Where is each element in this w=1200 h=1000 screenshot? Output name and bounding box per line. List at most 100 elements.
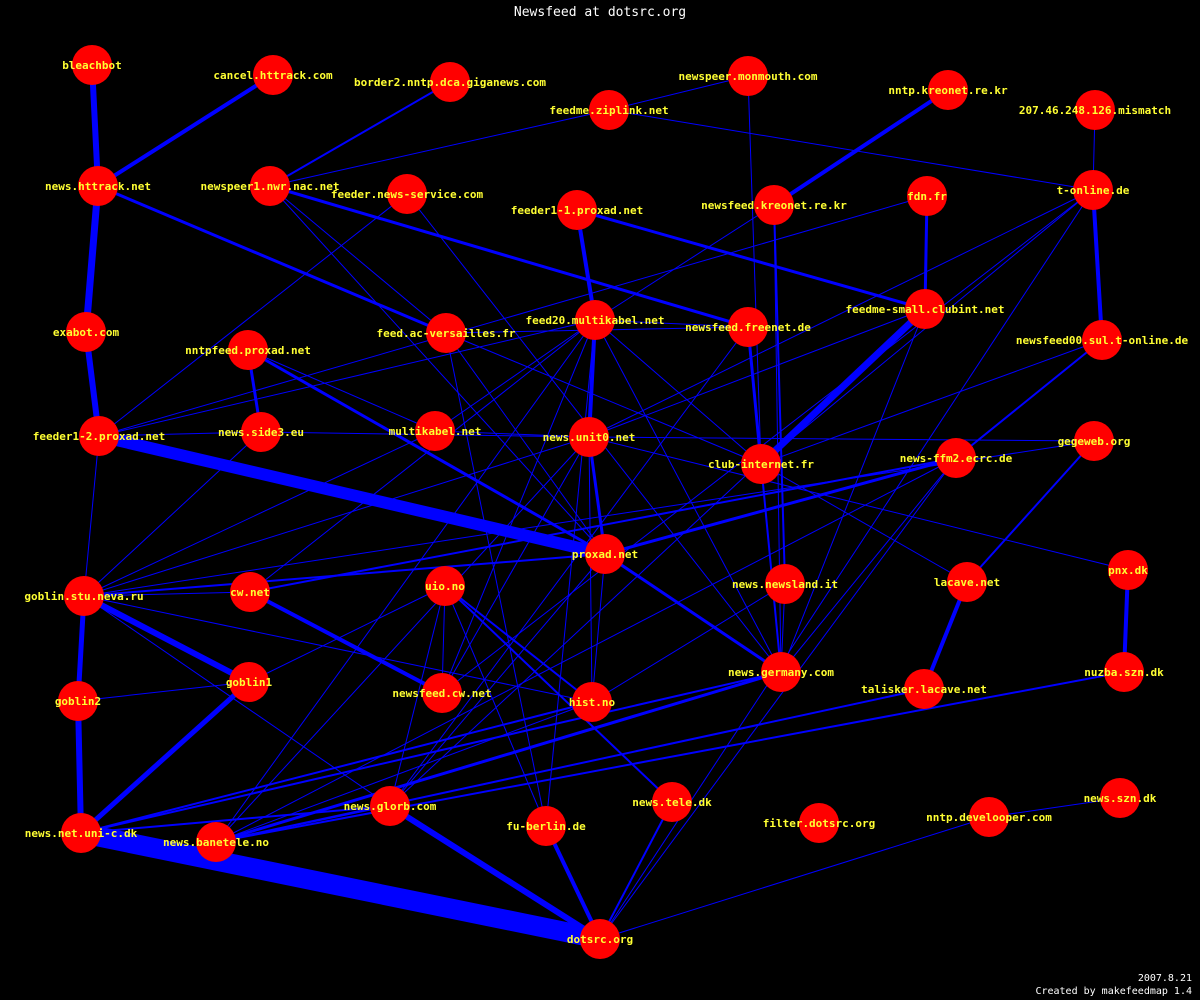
edge-unit0-pnx xyxy=(588,436,1129,571)
node-circle xyxy=(430,62,470,102)
node-nwr: newspeer1.nwr.nac.net xyxy=(200,166,340,206)
node-circle xyxy=(79,416,119,456)
edge-newsland-hist xyxy=(591,583,786,703)
node-nfcw: newsfeed.cw.net xyxy=(392,673,492,713)
edge-banetele-germany xyxy=(214,670,783,844)
node-goblin2: goblin2 xyxy=(55,681,101,721)
edge-hist-unit0 xyxy=(588,436,593,703)
node-unic: news.net.uni-c.dk xyxy=(25,813,138,853)
edge-lacave-clubinternet xyxy=(760,463,968,583)
node-label: news.newsland.it xyxy=(732,578,838,591)
node-goblin1: goblin1 xyxy=(226,662,273,702)
edge-ziplink-tonline xyxy=(608,109,1094,191)
node-sul: newsfeed00.sul.t-online.de xyxy=(1016,320,1188,360)
node-circle xyxy=(585,534,625,574)
node-circle xyxy=(526,806,566,846)
node-freenet: newsfeed.freenet.de xyxy=(685,307,811,347)
node-mismatch: 207.46.248.126.mismatch xyxy=(1019,90,1171,130)
edge-nwr-freenet xyxy=(268,184,750,329)
node-circle xyxy=(907,176,947,216)
node-label: nuzba.szn.dk xyxy=(1084,666,1164,679)
node-circle xyxy=(728,307,768,347)
node-circle xyxy=(72,45,112,85)
node-label: nntp.kreonet.re.kr xyxy=(888,84,1008,97)
node-clubint: feedme-small.clubint.net xyxy=(846,289,1004,329)
edge-goblinstu-cwnet xyxy=(83,591,251,597)
node-label: club-internet.fr xyxy=(708,458,814,471)
node-label: filter.dotsrc.org xyxy=(763,817,876,830)
edge-nfkreonet-kreonet xyxy=(772,88,950,207)
node-circle xyxy=(728,56,768,96)
node-label: newsfeed.kreonet.re.kr xyxy=(701,199,847,212)
edge-cwnet-feed20 xyxy=(249,319,596,593)
edge-proxadnet-ffm2 xyxy=(603,456,958,556)
node-nntpfeedproxad: nntpfeed.proxad.net xyxy=(185,330,311,370)
node-label: gegeweb.org xyxy=(1058,435,1131,448)
edge-goblin2-unic xyxy=(75,698,84,836)
map-title: Newsfeed at dotsrc.org xyxy=(513,5,687,20)
edge-feed20-freenet xyxy=(594,319,749,328)
edge-nfcw-tonline xyxy=(441,189,1094,694)
edge-glorb-uio xyxy=(389,585,446,807)
edge-tele-dotsrc xyxy=(599,801,673,940)
edge-proxad12-side3 xyxy=(98,431,262,437)
edge-proxadnet-nntpfeedproxad xyxy=(246,348,607,556)
node-proxad12: feeder1-2.proxad.net xyxy=(33,416,165,456)
node-monmouth: newspeer.monmouth.com xyxy=(678,56,818,96)
edge-goblin1-uio xyxy=(248,585,446,683)
edge-sul-ffm2 xyxy=(955,339,1103,459)
edge-gegeweb-goblinstu xyxy=(83,440,1095,597)
node-layer: bleachbotcancel.httrack.comborder2.nntp.… xyxy=(24,45,1188,959)
node-label: nntpfeed.proxad.net xyxy=(185,344,311,357)
node-label: fu-berlin.de xyxy=(506,820,586,833)
edge-proxad12-goblinstu xyxy=(83,435,100,597)
node-label: feed.ac-versailles.fr xyxy=(376,327,515,340)
node-exabot: exabot.com xyxy=(53,312,119,352)
edge-goblinstu-side3 xyxy=(83,431,262,597)
edge-goblinstu-glorb xyxy=(83,595,391,807)
node-fdn: fdn.fr xyxy=(907,176,947,216)
node-circle xyxy=(253,55,293,95)
node-circle xyxy=(741,444,781,484)
node-circle xyxy=(799,803,839,843)
edge-cwnet-nfcw xyxy=(248,590,444,695)
node-label: news.net.uni-c.dk xyxy=(25,827,138,840)
node-circle xyxy=(1073,170,1113,210)
edge-germany-feed20 xyxy=(594,319,782,673)
edge-gegeweb-lacave xyxy=(966,440,1095,583)
edge-nwr-versailles xyxy=(269,185,447,334)
node-label: nntp.develooper.com xyxy=(926,811,1052,824)
node-feed20: feed20.multikabel.net xyxy=(525,300,665,340)
edge-goblinstu-multikabel xyxy=(83,430,436,597)
edge-proxad1-clubint xyxy=(575,208,927,311)
node-label: news.side3.eu xyxy=(218,426,304,439)
node-label: border2.nntp.dca.giganews.com xyxy=(354,76,546,89)
node-label: news-ffm2.ecrc.de xyxy=(900,452,1013,465)
edge-banetele-glorb xyxy=(215,805,391,843)
node-circle xyxy=(936,438,976,478)
node-proxadnet: proxad.net xyxy=(572,534,638,574)
node-label: news.tele.dk xyxy=(632,796,712,809)
node-banetele: news.banetele.no xyxy=(163,822,269,862)
edge-unit0-tonline xyxy=(588,189,1094,438)
edge-proxadnet-nwr xyxy=(269,185,606,555)
node-hist: hist.no xyxy=(569,682,616,722)
edge-clubinternet-versailles xyxy=(445,332,762,465)
node-side3: news.side3.eu xyxy=(218,412,304,452)
node-ffm2: news-ffm2.ecrc.de xyxy=(900,438,1013,478)
footer-credit: Created by makefeedmap 1.4 xyxy=(1035,986,1192,997)
node-circle xyxy=(761,652,801,692)
node-circle xyxy=(1074,421,1114,461)
node-label: lacave.net xyxy=(934,576,1000,589)
edge-feed20-clubinternet xyxy=(594,319,762,465)
node-label: feeder1-1.proxad.net xyxy=(511,204,643,217)
edge-unit0-gegeweb xyxy=(588,436,1095,442)
node-circle xyxy=(78,166,118,206)
node-talisker: talisker.lacave.net xyxy=(861,669,987,709)
node-label: news.glorb.com xyxy=(344,800,437,813)
edge-unic-hist xyxy=(80,701,593,834)
node-nfkreonet: newsfeed.kreonet.re.kr xyxy=(701,185,847,225)
node-label: talisker.lacave.net xyxy=(861,683,987,696)
node-nuzba: nuzba.szn.dk xyxy=(1084,652,1164,692)
